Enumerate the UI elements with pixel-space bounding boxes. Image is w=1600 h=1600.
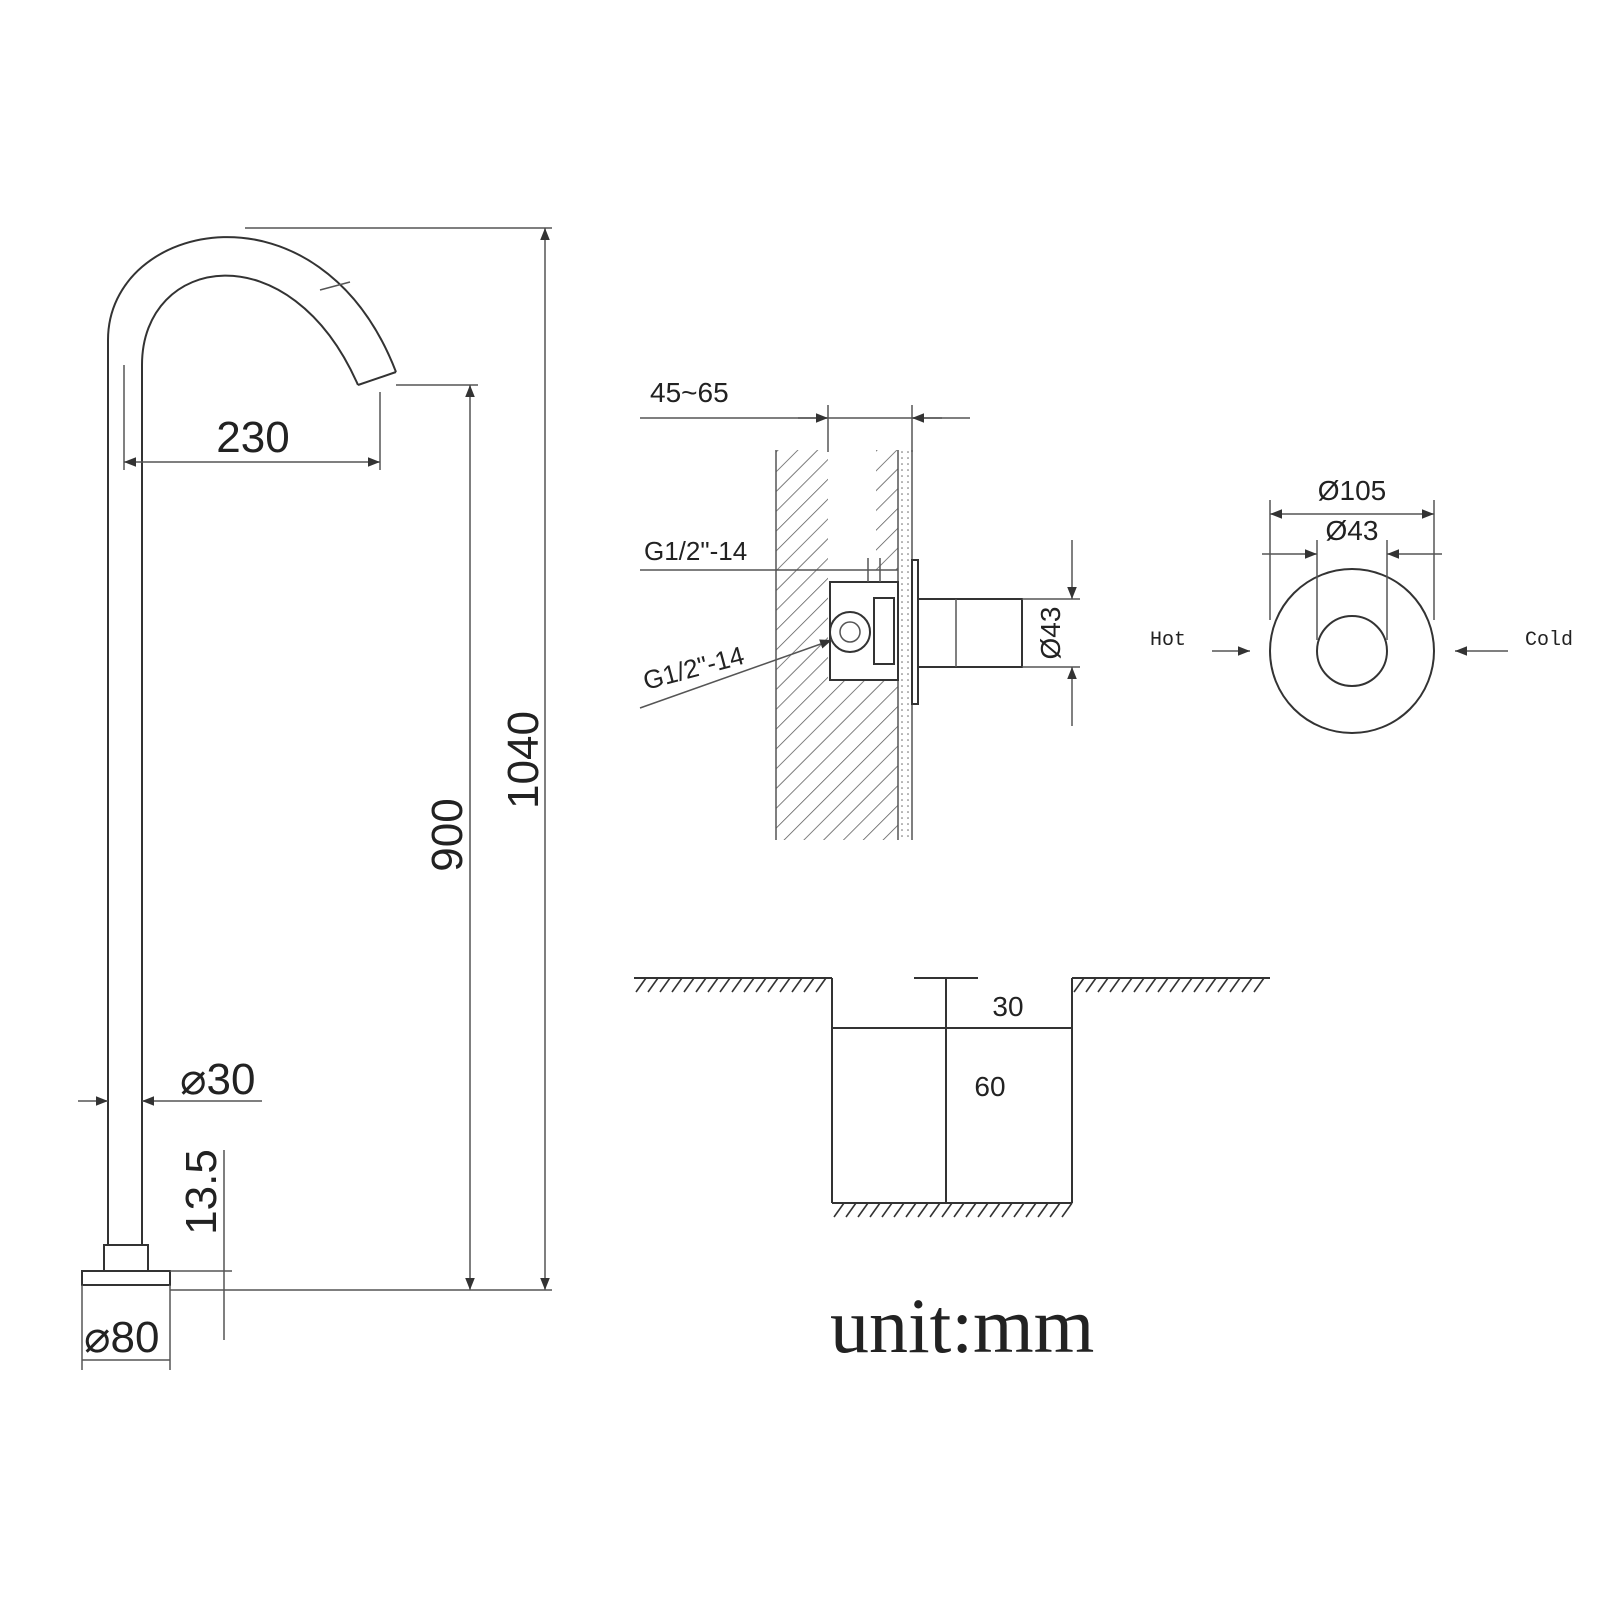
hatch-tick: [905, 1202, 917, 1218]
hatch-tick: [1193, 977, 1205, 993]
hatch-tick: [1109, 977, 1121, 993]
hatch-tick: [683, 977, 695, 993]
hatch-tick: [1169, 977, 1181, 993]
hatch-tick: [869, 1202, 881, 1218]
hatch-tick: [989, 1202, 1001, 1218]
plate-inner-diameter-label: Ø43: [1326, 515, 1379, 546]
plate-front-view: Ø105 Ø43 Hot Cold: [1150, 475, 1573, 734]
hatch-tick: [1229, 977, 1241, 993]
valve-core: [839, 621, 861, 643]
hatch-tick: [803, 977, 815, 993]
wall-hatch-top: [876, 450, 898, 570]
spout-joint: [319, 281, 351, 291]
hatch-tick: [1133, 977, 1145, 993]
ground-hatch-right: [1073, 977, 1265, 993]
plate-outer-circle: [1269, 568, 1435, 734]
hatch-tick: [731, 977, 743, 993]
hot-label: Hot: [1150, 629, 1186, 652]
ground-hatch-bottom: [833, 1202, 1073, 1218]
recess-depth-main-label: 60: [974, 1071, 1005, 1102]
thread-bottom-label: G1/2"-14: [640, 640, 747, 696]
valve-body: [829, 611, 871, 653]
total-height-label: 1040: [499, 711, 548, 809]
hatch-tick: [1073, 977, 1085, 993]
recess-section-view: 30 60: [634, 977, 1270, 1218]
hatch-tick: [659, 977, 671, 993]
hatch-tick: [635, 977, 647, 993]
handle-diameter-label: Ø43: [1035, 607, 1066, 660]
hatch-tick: [1241, 977, 1253, 993]
spout-tip: [357, 371, 397, 386]
hatch-tick: [845, 1202, 857, 1218]
hatch-tick: [1253, 977, 1265, 993]
wall-hatch-bottom: [828, 680, 898, 840]
recess-depth-top-label: 30: [992, 991, 1023, 1022]
thread-bottom-leader: [639, 639, 833, 709]
spout-reach-label: 230: [216, 413, 289, 462]
hatch-tick: [1205, 977, 1217, 993]
base-height-label: 13.5: [177, 1149, 226, 1235]
hatch-tick: [647, 977, 659, 993]
hatch-tick: [1121, 977, 1133, 993]
spout-inner-curve: [141, 274, 359, 1245]
hatch-tick: [743, 977, 755, 993]
wall-hatch-left: [776, 450, 828, 840]
wall-tile-layer: [898, 450, 912, 840]
hatch-tick: [1145, 977, 1157, 993]
hatch-tick: [941, 1202, 953, 1218]
hatch-tick: [1157, 977, 1169, 993]
hatch-tick: [881, 1202, 893, 1218]
hatch-tick: [1217, 977, 1229, 993]
ground-hatch-left: [635, 977, 827, 993]
hatch-tick: [1025, 1202, 1037, 1218]
hatch-tick: [707, 977, 719, 993]
wall-depth-label: 45~65: [650, 377, 729, 408]
base-plate: [81, 1270, 171, 1286]
hatch-tick: [965, 1202, 977, 1218]
hatch-tick: [779, 977, 791, 993]
cold-label: Cold: [1525, 629, 1573, 652]
hatch-tick: [1085, 977, 1097, 993]
faucet-side-view: 230 900 1040 ⌀30 13.5 ⌀80: [78, 227, 552, 1370]
hatch-tick: [917, 1202, 929, 1218]
plate-outer-diameter-label: Ø105: [1318, 475, 1387, 506]
hatch-tick: [695, 977, 707, 993]
hatch-tick: [755, 977, 767, 993]
hatch-tick: [857, 1202, 869, 1218]
hatch-tick: [671, 977, 683, 993]
hatch-tick: [1181, 977, 1193, 993]
hatch-tick: [977, 1202, 989, 1218]
hatch-tick: [1037, 1202, 1049, 1218]
hatch-tick: [719, 977, 731, 993]
base-collar: [103, 1244, 149, 1272]
valve-section-view: 45~65 G1/2"-14 G1/2"-14 Ø43: [639, 377, 1080, 840]
hatch-tick: [791, 977, 803, 993]
hatch-tick: [1049, 1202, 1061, 1218]
valve-flange-inner: [873, 597, 895, 665]
hatch-tick: [1097, 977, 1109, 993]
pipe-diameter-label: ⌀30: [180, 1055, 255, 1104]
hatch-tick: [1013, 1202, 1025, 1218]
spout-outer-curve: [107, 236, 397, 1245]
hatch-tick: [1061, 1202, 1073, 1218]
hatch-tick: [929, 1202, 941, 1218]
valve-handle[interactable]: [917, 598, 1023, 668]
hatch-tick: [767, 977, 779, 993]
hatch-tick: [815, 977, 827, 993]
hatch-tick: [893, 1202, 905, 1218]
hatch-tick: [953, 1202, 965, 1218]
hatch-tick: [1001, 1202, 1013, 1218]
hatch-tick: [833, 1202, 845, 1218]
unit-label: unit:mm: [830, 1282, 1094, 1369]
thread-top-label: G1/2"-14: [644, 536, 747, 566]
base-diameter-label: ⌀80: [84, 1313, 159, 1362]
outlet-height-label: 900: [423, 798, 472, 871]
plate-inner-circle[interactable]: [1316, 615, 1388, 687]
